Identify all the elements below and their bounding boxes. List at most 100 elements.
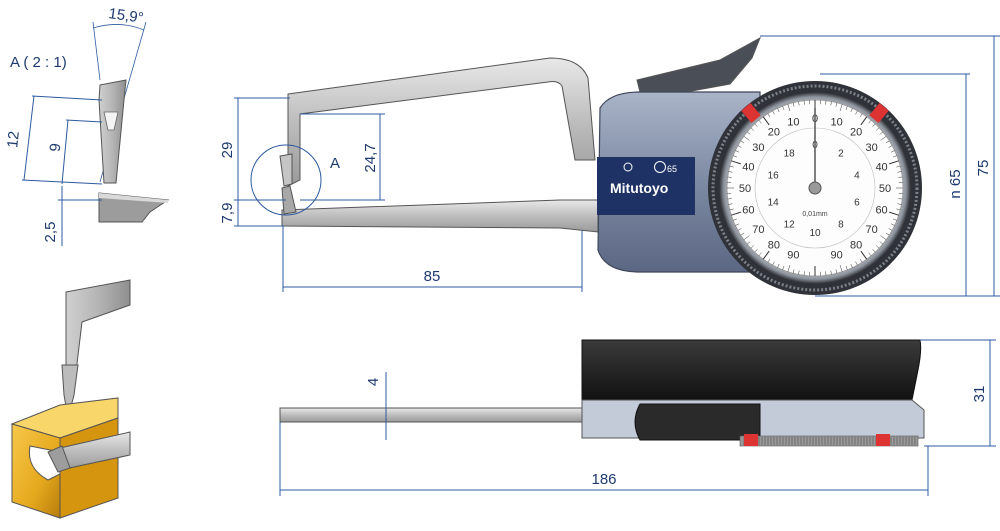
lever[interactable]: [636, 36, 761, 101]
dial-tick: [897, 171, 902, 173]
dial-tick: [767, 258, 771, 263]
dial-inner-number: 14: [768, 198, 780, 209]
dim-7-9: 7,9: [219, 203, 236, 224]
dim-65: n 65: [947, 169, 964, 198]
angle-arc: [92, 24, 145, 31]
dial-tick: [727, 176, 732, 178]
dial-tick: [777, 108, 780, 113]
dial-tick: [772, 110, 775, 115]
dim-9: 9: [47, 142, 65, 152]
dim-31: 31: [971, 386, 988, 403]
side-marker-left: [744, 434, 758, 446]
dial-tick: [733, 218, 737, 221]
dial-outer-numbers: 0102030405060708090102030405060708090: [739, 113, 891, 262]
dial-tick: [737, 228, 742, 231]
tolerance-marker-left[interactable]: [741, 103, 761, 123]
dial-outer-number: 70: [752, 224, 764, 236]
front-view: 65 Mitutoyo 0102030405060708090102030405…: [219, 35, 1000, 297]
dim-24-7: 24,7: [362, 143, 379, 172]
dial-tick: [825, 100, 827, 105]
dim-29: 29: [219, 142, 236, 159]
dial-tick: [762, 116, 770, 126]
dial-tick: [825, 271, 827, 276]
dial-tick: [747, 131, 751, 135]
dial-resolution: 0,01mm: [802, 211, 827, 218]
dial-tick: [729, 208, 734, 211]
dial-tick: [897, 203, 902, 205]
dial-tick: [898, 176, 903, 178]
dial-tick: [758, 252, 762, 256]
dial-tick: [792, 102, 795, 107]
detail-a: A ( 2 : 1) 15,9° 12 9 2,5: [4, 5, 170, 246]
dial-tick: [740, 140, 745, 144]
dial-tick: [845, 106, 848, 110]
dial-tick: [743, 136, 750, 141]
dial-tick: [803, 271, 805, 276]
usage-illustration: [10, 279, 131, 519]
dial-inner-number: 12: [784, 220, 796, 231]
dial-tick: [767, 113, 771, 118]
dial-tick: [889, 160, 899, 165]
dial-inner-number: 18: [784, 148, 796, 159]
anvil-tip: [98, 79, 127, 184]
dial-outer-number: 90: [831, 250, 843, 262]
dial-inner-number: 10: [809, 228, 821, 239]
dial-outer-number: 70: [866, 224, 878, 236]
dial-tick: [782, 106, 785, 110]
dial-tick: [803, 100, 805, 105]
tolerance-marker-right[interactable]: [869, 103, 889, 123]
dial-tick: [830, 101, 832, 106]
dial-bezel-knurl: [711, 84, 919, 292]
dial-tick: [868, 252, 872, 256]
dial-outer-number: 20: [768, 126, 780, 138]
dial-tick: [839, 104, 843, 112]
dial-tick: [888, 228, 893, 231]
dial-inner-number: 16: [768, 170, 780, 181]
dial-tick: [731, 211, 741, 216]
dial-tick: [889, 211, 899, 216]
dial-inner-number: 2: [838, 148, 844, 159]
side-knob: [634, 403, 761, 441]
dial-tick: [830, 270, 832, 275]
dial-tick: [839, 264, 843, 272]
dial-tick: [798, 101, 800, 106]
dial-tick: [728, 203, 733, 205]
dial-tick: [772, 261, 775, 266]
detail-marker-circle: [250, 144, 322, 216]
dial-outer-number: 20: [850, 126, 862, 138]
dial-tick: [729, 165, 734, 168]
dial-tick: [890, 150, 895, 153]
dial-tick: [850, 263, 853, 268]
anvil-tip-notch: [103, 111, 119, 131]
dial-tick: [727, 198, 732, 200]
dial-tick: [855, 261, 858, 266]
dial-inner-number: 6: [854, 198, 860, 209]
dial-tick: [750, 127, 754, 131]
dial-tick: [860, 116, 868, 126]
dial-tick: [733, 155, 737, 158]
dim-186: 186: [591, 471, 616, 488]
dial-outer-ticks: [727, 100, 903, 276]
dim-2-5: 2,5: [42, 222, 59, 243]
dial-tick: [737, 145, 742, 148]
dial-tick: [792, 269, 795, 274]
dial-outer-number: 50: [879, 183, 891, 195]
upper-arm: [287, 57, 596, 187]
dial-tick: [777, 263, 780, 268]
dial-outer-number: 30: [866, 142, 878, 154]
dial-outer-number: 90: [787, 250, 799, 262]
dim-75: 75: [975, 160, 992, 177]
brand-plate: [597, 157, 695, 215]
dim-4: 4: [365, 378, 382, 386]
dial-tick: [890, 223, 895, 226]
dim-85: 85: [424, 268, 441, 285]
dial-tick: [893, 218, 897, 221]
dial-outer-number: 40: [742, 161, 754, 173]
dial-tick: [885, 140, 890, 144]
dial-tick: [896, 165, 901, 168]
ip-rating: 65: [667, 164, 677, 174]
dial-tick: [735, 150, 740, 153]
dial-tick: [855, 110, 858, 115]
dial-tick: [860, 250, 868, 260]
dial-tick: [850, 108, 853, 113]
